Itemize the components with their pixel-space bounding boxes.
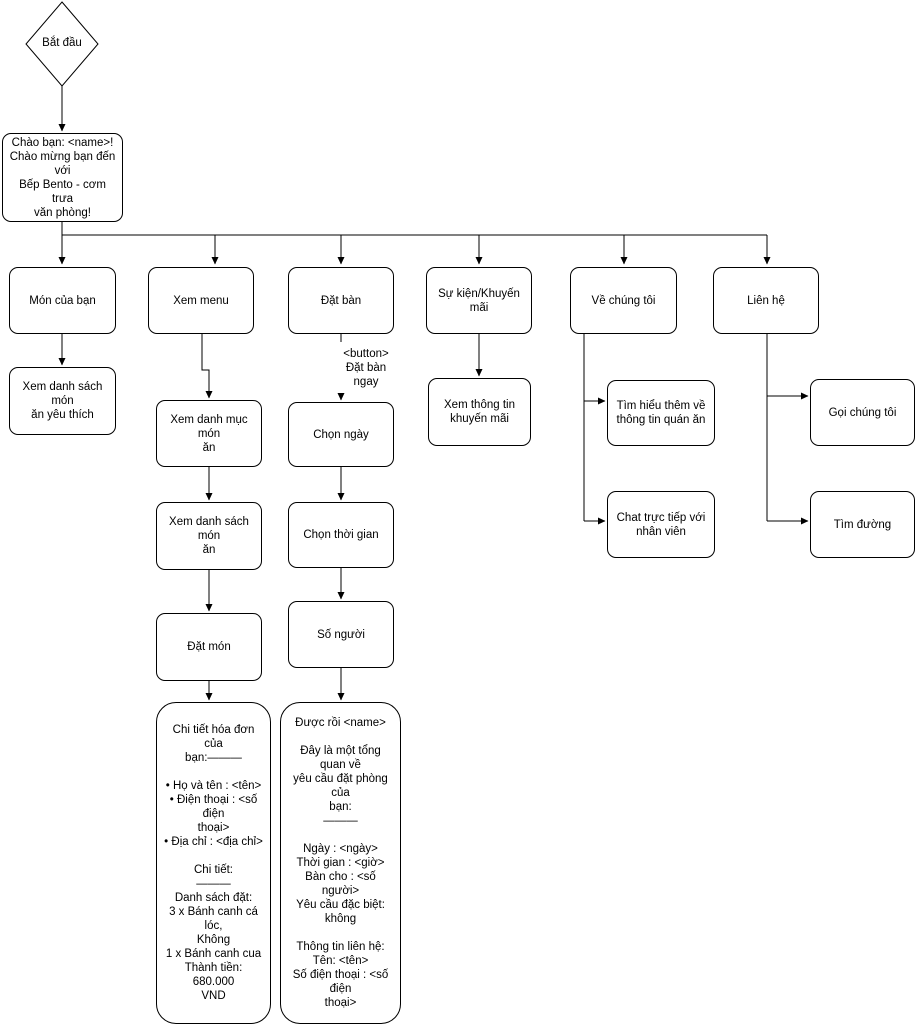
node-booking-summary: Được rồi <name> Đây là một tổng quan về … [280, 702, 401, 1024]
node-num-people: Số người [288, 601, 394, 668]
node-su-kien-khuyen-mai: Sự kiện/Khuyến mãi [426, 267, 532, 334]
node-learn-more: Tìm hiểu thêm về thông tin quán ăn [607, 380, 715, 446]
node-mon-cua-ban: Món của bạn [9, 267, 116, 334]
node-categories: Xem danh mục món ăn [156, 400, 262, 467]
node-directions: Tìm đường [810, 491, 915, 558]
node-invoice: Chi tiết hóa đơn của bạn:——— • Họ và tên… [156, 702, 271, 1024]
node-choose-time: Chọn thời gian [288, 502, 394, 568]
node-lien-he: Liên hệ [713, 267, 819, 334]
node-xem-menu: Xem menu [148, 267, 254, 334]
node-choose-date: Chọn ngày [288, 402, 394, 467]
node-dat-ban: Đặt bàn [288, 267, 394, 334]
node-call-us: Gọi chúng tôi [810, 379, 915, 446]
node-favorites: Xem danh sách món ăn yêu thích [9, 367, 116, 435]
node-ve-chung-toi: Về chúng tôi [570, 267, 677, 334]
start-label: Bắt đầu [42, 37, 82, 49]
node-promo-info: Xem thông tin khuyến mãi [428, 378, 531, 446]
node-order: Đặt món [156, 613, 262, 681]
node-dish-list: Xem danh sách món ăn [156, 502, 262, 570]
greeting-node: Chào bạn: <name>! Chào mừng bạn đến với … [2, 133, 123, 222]
button-label: <button> Đặt bàn ngay [343, 348, 389, 388]
node-chat: Chat trực tiếp với nhân viên [607, 491, 715, 558]
